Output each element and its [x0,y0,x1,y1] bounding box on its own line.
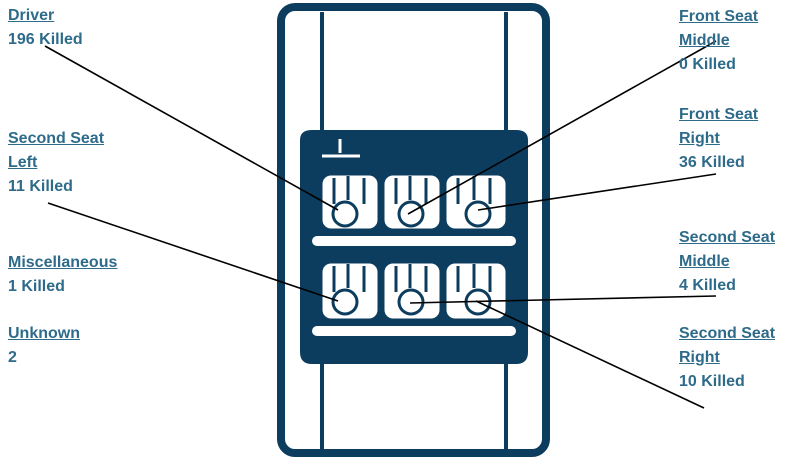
leader-lines [44,40,717,409]
rear-seat-grooves [332,264,492,292]
label-front-seat-middle-heading-line1: Front Seat [679,8,759,25]
leader-line-second-seat-middle [409,295,717,304]
label-miscellaneous-heading: Miscellaneous [8,254,118,271]
head-driver [331,200,359,228]
label-driver: Driver 196 Killed [8,4,83,52]
label-front-seat-middle-heading-line2: Middle [679,32,730,49]
label-second-seat-left: Second Seat Left 11 Killed [8,127,104,199]
label-front-seat-right-heading-line2: Right [679,130,720,147]
label-driver-count: 196 Killed [8,31,83,48]
leader-line-front-seat-right [477,173,717,211]
label-second-seat-right-heading-line2: Right [679,349,720,366]
rear-row-bench [312,326,516,336]
label-unknown: Unknown 2 [8,322,80,370]
front-seat-grooves [332,176,492,204]
label-second-seat-right-count: 10 Killed [679,373,745,390]
label-second-seat-right-heading-line1: Second Seat [679,325,776,342]
label-driver-heading: Driver [8,7,55,24]
label-unknown-count: 2 [8,349,17,366]
label-front-seat-right-count: 36 Killed [679,154,745,171]
label-second-seat-middle-count: 4 Killed [679,277,736,294]
label-second-seat-left-count: 11 Killed [8,178,73,195]
label-second-seat-right: Second Seat Right 10 Killed [679,322,775,394]
head-rear-left [331,288,359,316]
label-second-seat-left-heading-line2: Left [8,154,38,171]
label-second-seat-left-heading-line1: Second Seat [8,130,105,147]
label-second-seat-middle-heading-line2: Middle [679,253,730,270]
head-front-right [464,200,492,228]
label-front-seat-middle: Front Seat Middle 0 Killed [679,5,758,77]
label-second-seat-middle: Second Seat Middle 4 Killed [679,226,775,298]
label-front-seat-right: Front Seat Right 36 Killed [679,103,758,175]
leader-line-second-seat-left [47,202,339,302]
leader-line-front-seat-middle [407,40,717,215]
label-front-seat-middle-count: 0 Killed [679,56,736,73]
occupant-heads [331,200,492,316]
head-front-middle [397,200,425,228]
front-row-bench [312,236,516,246]
label-unknown-heading: Unknown [8,325,80,342]
label-miscellaneous: Miscellaneous 1 Killed [8,251,117,299]
leader-line-second-seat-right [475,300,705,409]
label-miscellaneous-count: 1 Killed [8,278,65,295]
label-front-seat-right-heading-line1: Front Seat [679,106,759,123]
label-second-seat-middle-heading-line1: Second Seat [679,229,776,246]
leader-line-driver [44,45,339,211]
